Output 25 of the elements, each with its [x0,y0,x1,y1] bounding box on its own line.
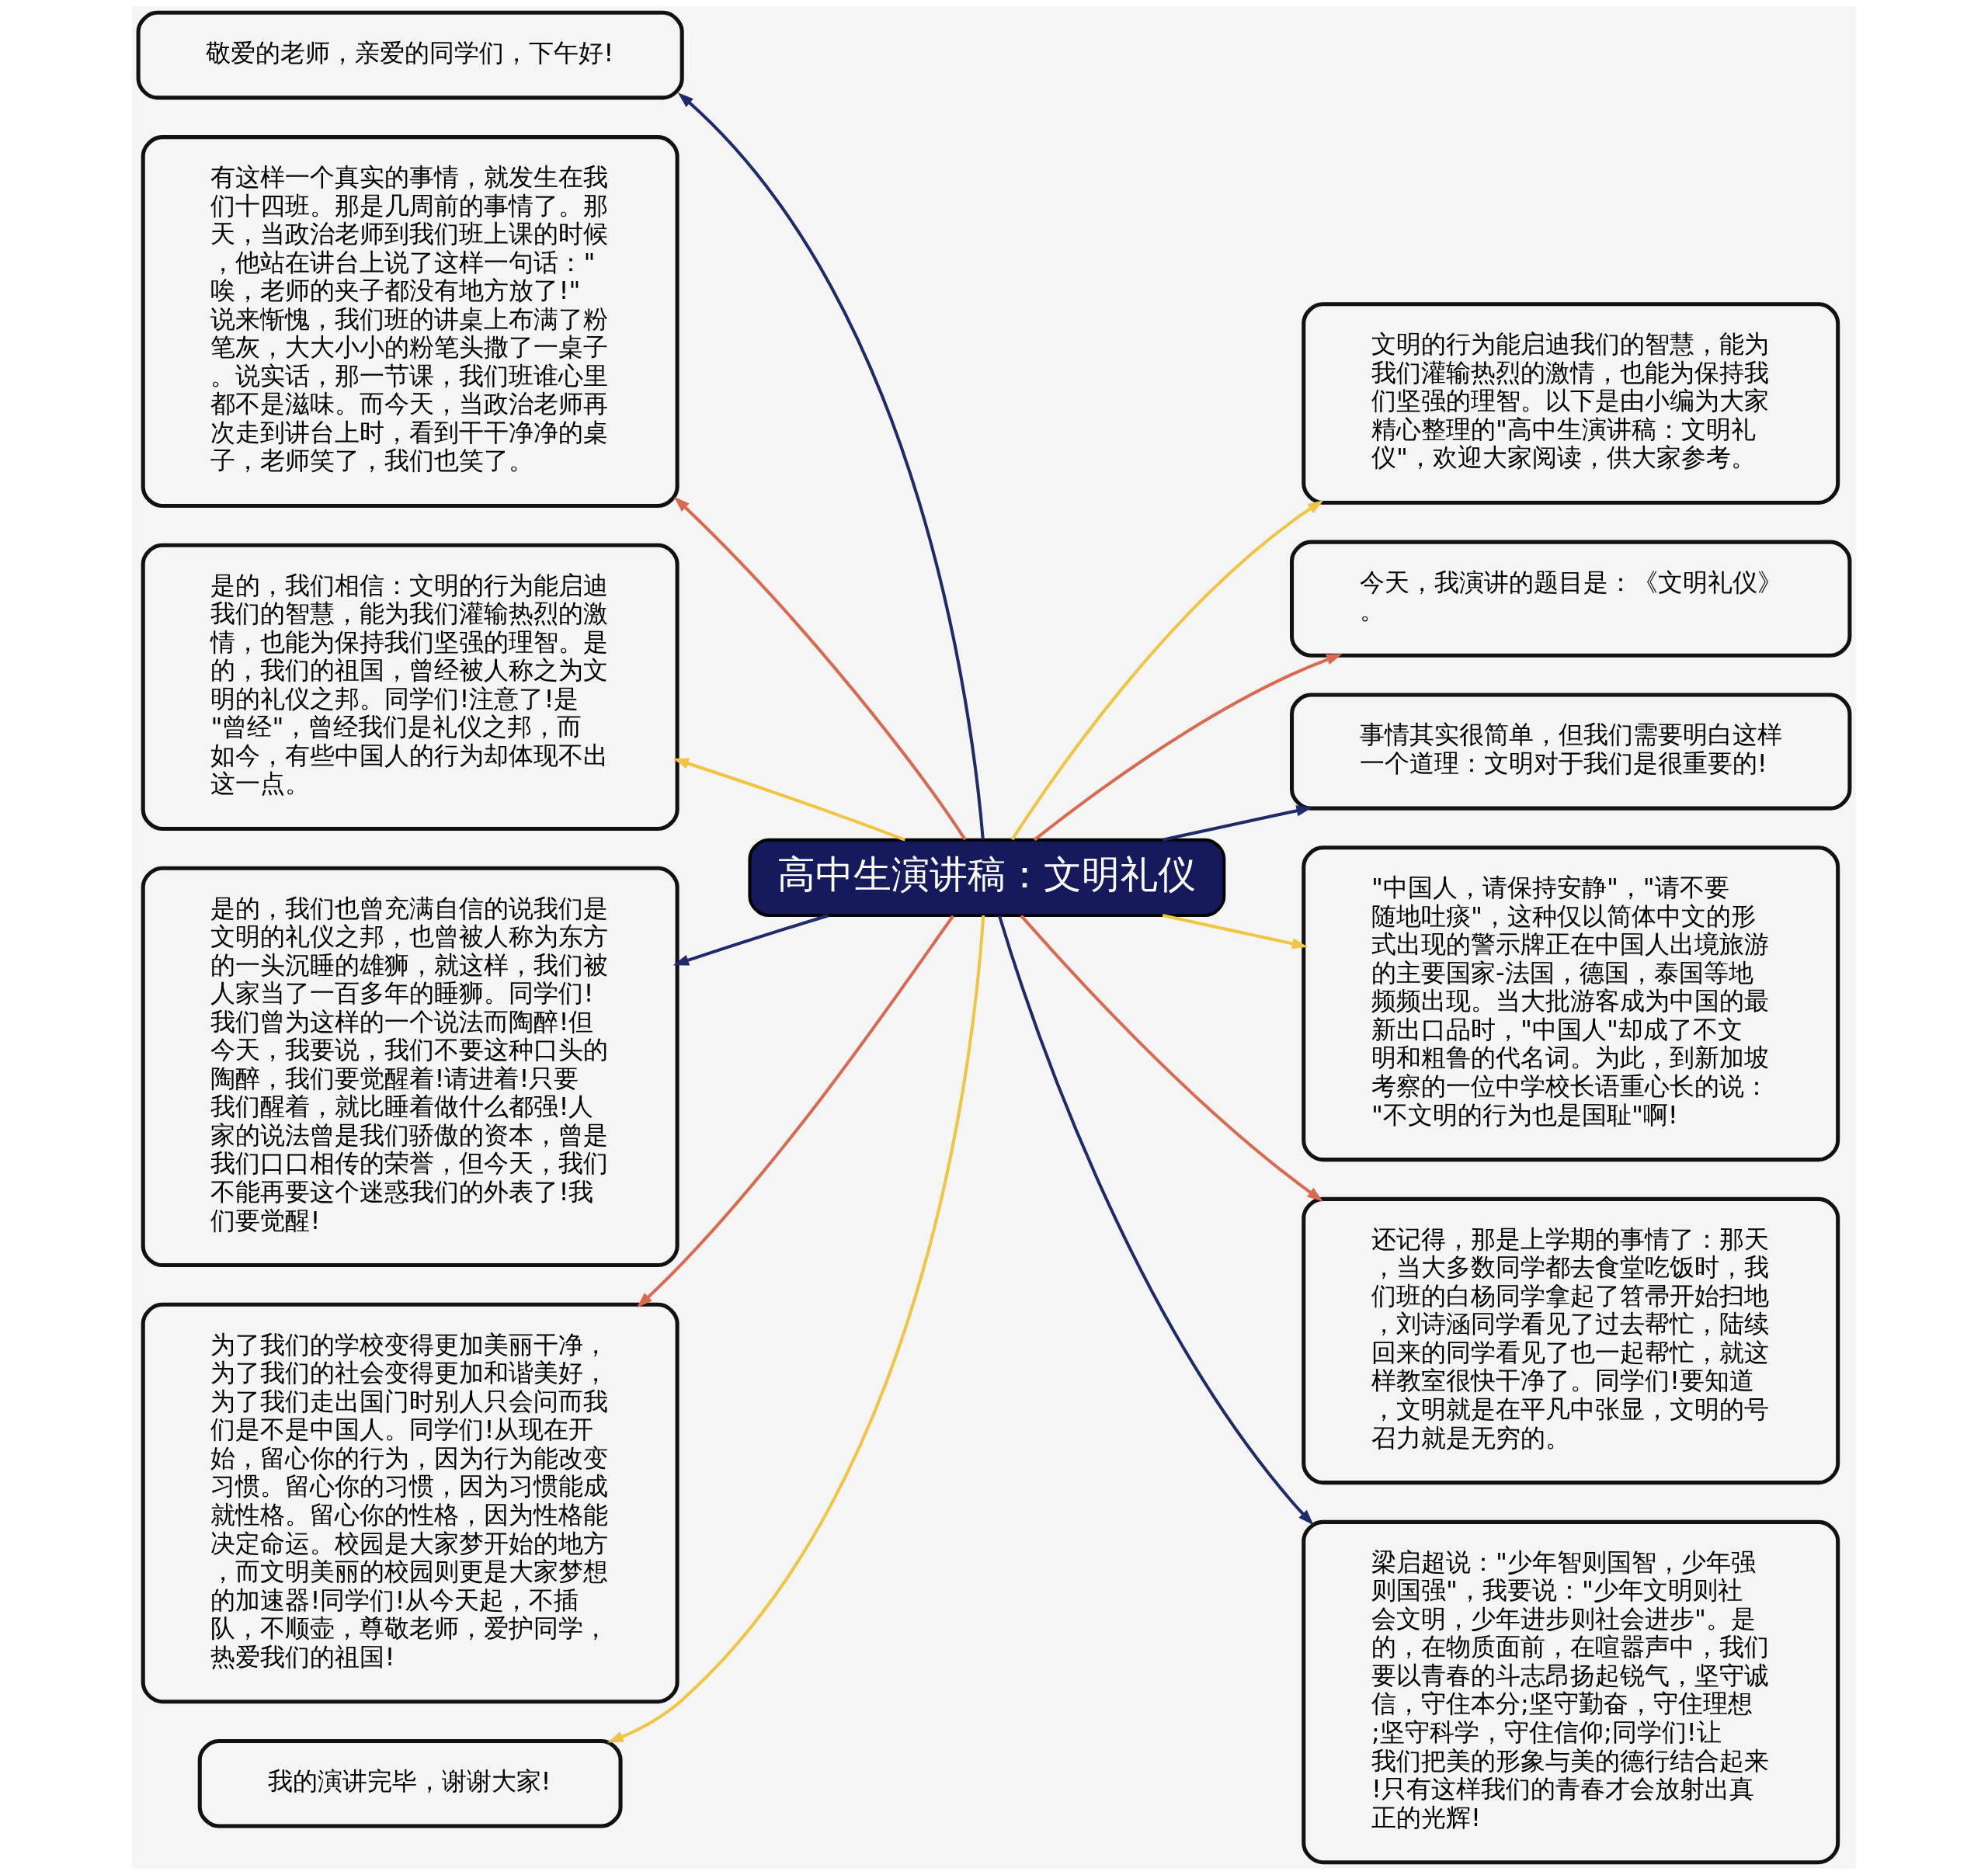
node-box: 有这样一个真实的事情，就发生在我们十四班。那是几周前的事情了。那天，当政治老师到我们班上课的时候，他站在讲台上说了这样一句话："唉，老师的夹子都没有地方放了!"说来惭愧，我们班的讲桌上布满了粉笔灰，大大小小的粉笔头撒了一桌子。说实话，那一节课，我们班谁心里都不是滋味。而今天，当政治老师再次走到讲台上时，看到干干净净的桌子，老师笑了，我们也笑了。 [141,135,679,509]
node-box: "中国人，请保持安静"，"请不要随地吐痰"，这种仅以简体中文的形式出现的警示牌正在中国人出境旅游的主要国家-法国，德国，泰国等地频频出现。当大批游客成为中国的最新出口品时，"中国人"却成了不文明和粗鲁的代名词。为此，到新加坡考察的一位中学校长语重心长的说："不文明的行为也是国耻"啊! [1302,845,1840,1162]
node-box: 我的演讲完毕，谢谢大家! [197,1738,623,1828]
arrow [998,915,1314,1526]
node-box: 文明的行为能启迪我们的智慧，能为我们灌输热烈的激情，也能为保持我们坚强的理智。以下是由小编为大家精心整理的"高中生演讲稿：文明礼仪"，欢迎大家阅读，供大家参考。 [1302,302,1840,505]
arrow [1162,914,1309,950]
arrow [673,496,967,841]
arrow [1033,654,1343,842]
node-box: 今天，我演讲的题目是：《文明礼仪》。 [1290,540,1852,658]
arrow [1010,500,1324,841]
arrow [607,915,985,1743]
arrow [673,758,905,842]
arrow [677,92,985,840]
node-box: 梁启超说："少年智则国智，少年强则国强"，我要说："少年文明则社会文明，少年进步则社会进步"。是的，在物质面前，在喧嚣声中，我们要以青春的斗志昂扬起锐气，坚守诚信，守住本分;坚守勤奋，守住理想;坚守科学，守住信仰;同学们!让我们把美的形象与美的德行结合起来!只有这样我们的青春才会放射出真正的光辉! [1302,1519,1840,1865]
node-box: 事情其实很简单，但我们需要明白这样一个道理：文明对于我们是很重要的! [1290,693,1852,811]
arrow [1162,805,1312,842]
arrow [637,915,954,1308]
arrow [1020,915,1323,1202]
node-box: 为了我们的学校变得更加美丽干净，为了我们的社会变得更加和谐美好，为了我们走出国门时别人只会问而我们是不是中国人。同学们!从现在开始，留心你的行为，因为行为能改变习惯。留心你的习惯，因为习惯能成就性格。留心你的性格，因为性格能决定命运。校园是大家梦开始的地方，而文明美丽的校园则更是大家梦想的加速器!同学们!从今天起，不插队，不顺壶，尊敬老师，爱护同学，热爱我们的祖国! [141,1302,679,1704]
node-box: 高中生演讲稿：文明礼仪 [748,838,1226,918]
node-box: 敬爱的老师，亲爱的同学们，下午好! [136,10,684,100]
node-box: 是的，我们也曾充满自信的说我们是文明的礼仪之邦，也曾被人称为东方的一头沉睡的雄狮，就这样，我们被人家当了一百多年的睡狮。同学们!我们曾为这样的一个说法而陶醉!但今天，我要说，我们不要这种口头的陶醉，我们要觉醒着!请进着!只要我们醒着，就比睡着做什么都强!人家的说法曾是我们骄傲的资本，曾是我们口口相传的荣誉，但今天，我们不能再要这个迷惑我们的外表了!我们要觉醒! [141,866,679,1268]
arrow [673,914,829,966]
node-box: 还记得，那是上学期的事情了：那天，当大多数同学都去食堂吃饭时，我们班的白杨同学拿起了笤帚开始扫地，刘诗涵同学看见了过去帮忙，陆续回来的同学看见了也一起帮忙，就这样教室很快干净了。同学们!要知道，文明就是在平凡中张显，文明的号召力就是无穷的。 [1302,1196,1840,1485]
node-box: 是的，我们相信：文明的行为能启迪我们的智慧，能为我们灌输热烈的激情，也能为保持我们坚强的理智。是的，我们的祖国，曾经被人称之为文明的礼仪之邦。同学们!注意了!是"曾经"，曾经我们是礼仪之邦，而如今，有些中国人的行为却体现不出这一点。 [141,543,679,831]
